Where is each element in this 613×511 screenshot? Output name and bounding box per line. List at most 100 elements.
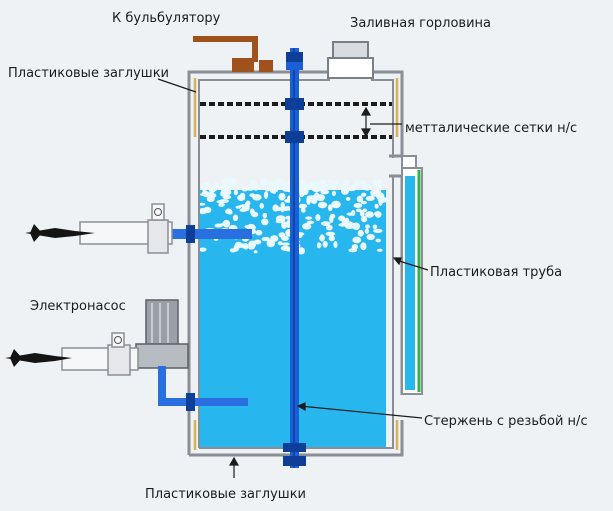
level-tube [401,155,423,395]
foam-bubble [267,181,275,186]
foam-bubble [362,183,373,191]
foam-bubble [306,196,311,205]
foam-bubble [239,204,250,208]
foam-bubble [202,182,211,189]
bubbler-nozzle [193,36,273,72]
foam-bubble [325,231,336,236]
foam-bubble [233,189,238,196]
foam-bubble [262,212,268,219]
label-filler-neck: Заливная горловина [350,16,491,31]
foam-bubble [316,242,322,249]
foam-bubble [251,211,259,218]
foam-bubble [248,245,255,250]
foam-bubble [330,180,340,188]
foam-bubble [373,180,381,188]
foam-bubble [331,200,341,209]
foam-bubble [372,224,378,230]
leader-lines [157,78,429,478]
foam-bubble [312,196,322,200]
foam-bubble [338,215,346,222]
foam-bubble [306,220,315,224]
foam-bubble [346,187,357,192]
foam-bubble [198,247,207,252]
foam-bubble [240,192,246,198]
foam-bubble [221,182,231,191]
foam-bubble [261,236,270,242]
foam-bubble [345,196,351,201]
foam-bubble [244,225,250,229]
foam-bubble [302,183,312,191]
pump-housing [135,343,189,369]
foam-bubble [275,219,285,224]
foam-bubble [357,229,364,237]
foam-bubble [282,186,289,192]
label-plastic-plugs-bottom: Пластиковые заглушки [145,487,306,502]
rod-nut-top [286,52,303,62]
foam-bubble [270,189,279,193]
foam-bubble [247,184,257,189]
foam-bubble [321,221,331,227]
foam-bubble [198,202,206,206]
foam-bubble [364,228,370,234]
foam-bubble [354,178,359,187]
arrow-nozzle-icon [5,349,72,367]
arrow-nozzle-icon [25,224,95,242]
foam-bubble [302,223,312,230]
vessel [187,41,404,457]
foam-bubble [280,205,285,213]
foam-bubble [281,242,290,246]
foam-bubble [272,204,279,212]
foam-bubble [377,248,383,252]
foam-bubble [214,223,223,228]
foam-bubble [360,242,367,251]
label-threaded-rod: Стержень с резьбой н/с [424,414,588,429]
foam-bubble [212,185,218,192]
foam-bubble [232,214,239,222]
foam-bubble [228,211,233,215]
foam-bubble [374,211,382,218]
label-plastic-plugs-top: Пластиковые заглушки [8,66,169,81]
foam-bubble [213,182,219,186]
foam-bubble [203,191,209,198]
foam-bubble [365,211,374,218]
rod-nut-top2 [286,62,303,70]
foam-bubble [299,179,306,185]
foam-bubble [216,200,226,204]
foam-bubble [319,236,325,241]
label-electric-pump: Электронасос [30,299,126,314]
foam-bubble [361,192,367,197]
label-plastic-tube: Пластиковая труба [430,265,562,280]
foam-bubble [375,238,381,243]
filler-neck-collar [327,57,374,79]
foam-bubble [248,179,258,186]
pump-motor [145,299,179,347]
foam-bubble [331,190,336,196]
foam-bubble [374,203,379,209]
foam-bubble [274,178,282,186]
foam-bubble [262,178,269,186]
vessel-outer-wall [187,70,404,457]
foam-bubble [305,216,313,220]
foam-bubble [234,241,243,249]
foam-bubble [319,179,327,185]
electric-pump-assembly [5,299,248,411]
rod-nut-bottom2 [283,456,306,466]
foam-bubble [218,202,225,207]
foam-bubble [252,194,262,201]
foam-bubble [198,208,208,215]
foam-bubble [281,221,288,229]
foam-bubble [322,240,328,248]
foam-bubble [253,250,258,254]
foam-bubble [360,182,365,187]
level-tube-water [405,176,415,390]
foam-bubble [365,195,375,201]
foam-bubble [342,180,350,185]
foam-bubble [359,210,365,217]
foam-bubble [356,208,362,213]
foam-bubble [315,214,321,222]
foam-bubble [328,235,335,242]
foam-bubble [360,200,367,205]
label-bubbler: К бульбулятору [112,11,221,26]
foam-bubble [351,210,356,216]
